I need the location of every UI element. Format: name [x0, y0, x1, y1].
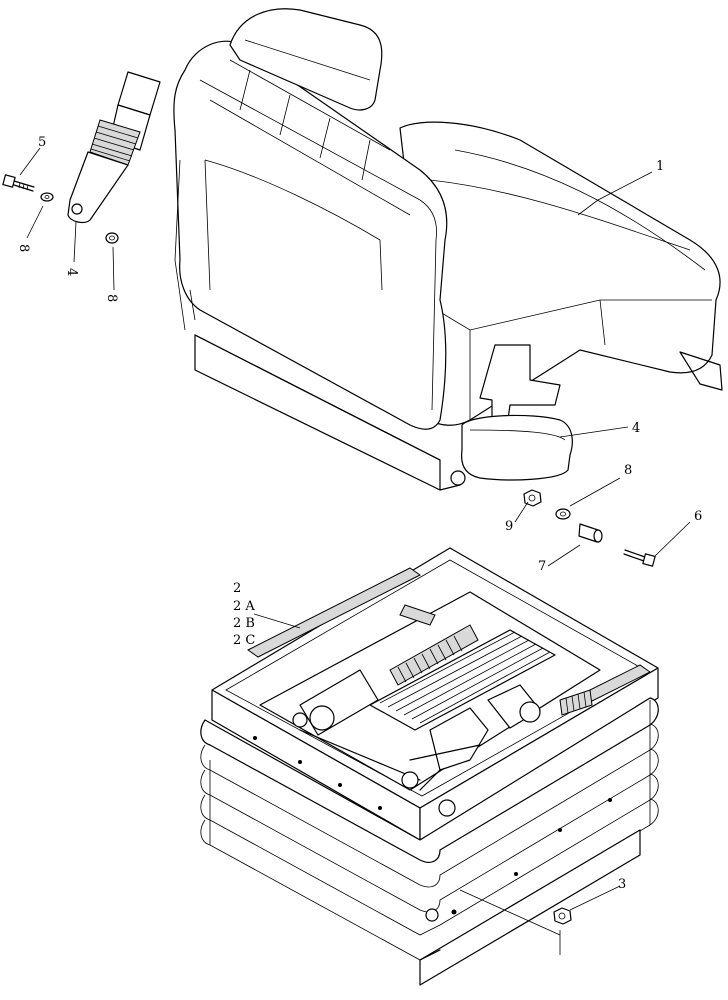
- label-2a: 2 A: [233, 599, 255, 614]
- springs: [389, 604, 593, 716]
- label-4-buckle: 4: [632, 421, 640, 436]
- label-1: 1: [656, 159, 664, 174]
- label-4-belt: 4: [64, 268, 79, 276]
- label-8-lower: 8: [104, 294, 119, 302]
- label-5: 5: [38, 135, 46, 150]
- seat-assembly: [173, 8, 723, 491]
- label-7: 7: [538, 559, 546, 574]
- bolt-6: [623, 549, 656, 567]
- label-3: 3: [618, 877, 626, 892]
- label-2c: 2 C: [233, 633, 255, 648]
- label-8-right: 8: [624, 463, 632, 478]
- bolt-5: [2, 174, 35, 192]
- label-8-left: 8: [16, 244, 31, 252]
- label-9: 9: [505, 519, 513, 534]
- seat-belt: [67, 71, 161, 224]
- label-6: 6: [694, 509, 702, 524]
- label-2b: 2 B: [233, 616, 255, 631]
- hardware: [2, 174, 656, 925]
- label-2: 2: [233, 581, 241, 596]
- grille: [369, 629, 556, 731]
- callout-labels: 1 4 8 9 7 6 5 8 4 8 2 2 A 2 B 2 C 3: [16, 135, 702, 892]
- suspension-assembly: [200, 547, 659, 986]
- leader-lines: [19, 147, 691, 955]
